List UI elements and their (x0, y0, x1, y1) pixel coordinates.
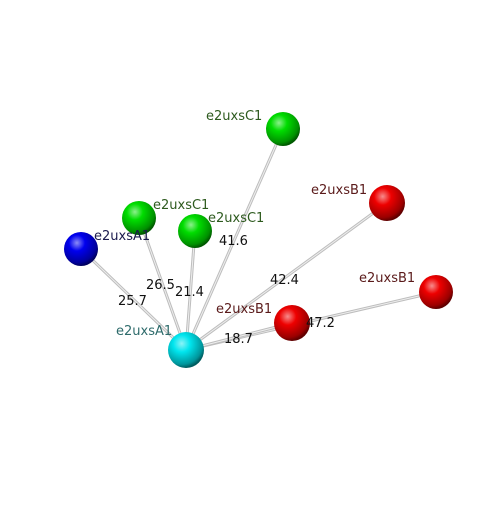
distance-label-red-top: 42.4 (270, 273, 299, 288)
node-blue[interactable] (64, 232, 98, 266)
node-label-green-mid: e2uxsC1 (208, 211, 264, 226)
node-green-left[interactable] (122, 201, 156, 235)
distance-label-red-near: 18.7 (224, 332, 253, 347)
node-red-near[interactable] (274, 305, 310, 341)
bond-highlight-green-mid (185, 230, 196, 351)
distance-label-green-top: 41.6 (219, 234, 248, 249)
node-red-right[interactable] (419, 275, 453, 309)
node-label-center: e2uxsA1 (116, 324, 172, 339)
node-green-mid[interactable] (178, 214, 212, 248)
bond-highlight-red-near (185, 322, 293, 351)
node-label-red-near: e2uxsB1 (216, 302, 272, 317)
bond-highlight-green-top (185, 128, 284, 351)
distance-label-green-mid: 21.4 (175, 285, 204, 300)
bonds-layer (79, 128, 437, 352)
node-green-top[interactable] (266, 112, 300, 146)
distance-label-red-right: 47.2 (306, 316, 335, 331)
node-label-green-left: e2uxsC1 (153, 198, 209, 213)
distance-label-blue: 25.7 (118, 294, 147, 309)
bond-highlight-green-left (138, 217, 187, 351)
labels-layer: e2uxsA1 25.7 e2uxsC1 26.5 e2uxsC1 21.4 e2uxsC1… (94, 109, 415, 347)
node-red-top[interactable] (369, 185, 405, 221)
bond-highlight-red-top (185, 202, 388, 351)
nodes-layer (64, 112, 453, 368)
node-label-red-top: e2uxsB1 (311, 183, 367, 198)
distance-label-green-left: 26.5 (146, 278, 175, 293)
node-label-red-right: e2uxsB1 (359, 271, 415, 286)
bond-highlight-blue (80, 248, 187, 351)
node-center[interactable] (168, 332, 204, 368)
node-label-green-top: e2uxsC1 (206, 109, 262, 124)
node-label-blue: e2uxsA1 (94, 229, 150, 244)
